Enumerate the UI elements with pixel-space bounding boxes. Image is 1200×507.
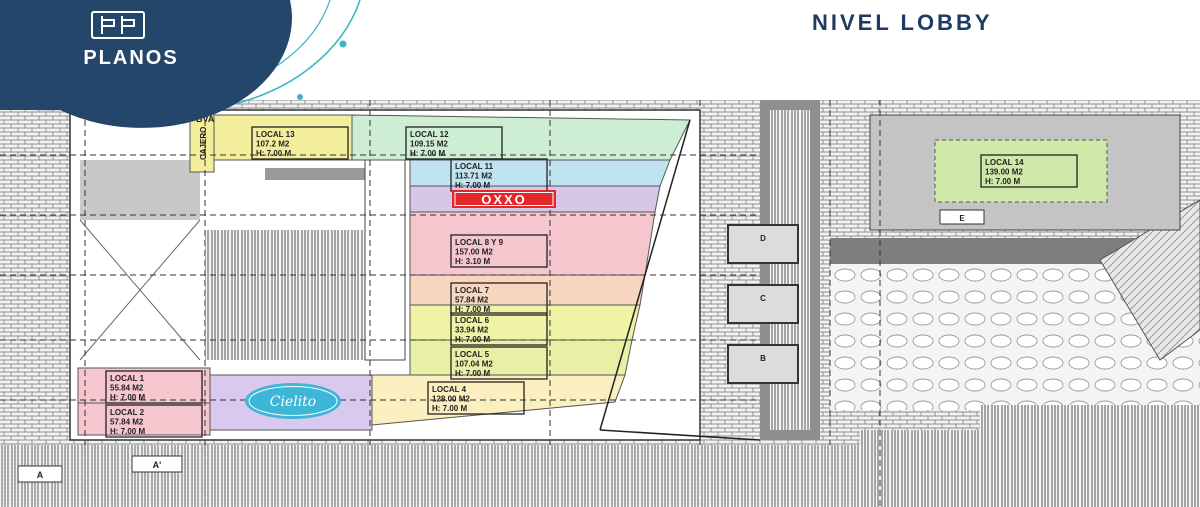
unit-bva-cajero[interactable] xyxy=(189,111,215,173)
planos-label: PLANOS xyxy=(83,47,178,69)
marker-a-box xyxy=(17,465,63,483)
railing-bottom xyxy=(860,430,1200,507)
unit-local11[interactable] xyxy=(409,159,671,187)
unit-name: LOCAL 8 Y 9 xyxy=(455,238,504,247)
core-c[interactable] xyxy=(727,284,799,324)
gray-band xyxy=(265,168,365,180)
gray-block xyxy=(80,160,200,220)
unit-local14[interactable] xyxy=(934,139,1108,203)
unit-name: LOCAL 2 xyxy=(110,408,145,417)
unit-local7[interactable] xyxy=(409,274,646,306)
unit-spec: 57.84 M2 xyxy=(110,418,144,427)
site-pad xyxy=(869,114,1181,231)
unit-spec: H: 7.00 M xyxy=(110,427,145,436)
unit-spec: H: 7.00 M xyxy=(455,369,490,378)
unit-spec: H: 7.00 M xyxy=(455,181,490,190)
unit-spec: H: 7.00 M xyxy=(256,149,291,158)
unit-spec: 139.00 M2 xyxy=(985,168,1023,177)
unit-spec: H: 7.00 M xyxy=(110,393,145,402)
unit-spec: 107.2 M2 xyxy=(256,140,290,149)
unit-spec: H: 7.00 M xyxy=(455,335,490,344)
unit-local6[interactable] xyxy=(409,304,641,341)
unit-spec: 128.00 M2 xyxy=(432,395,470,404)
unit-label-box xyxy=(450,282,548,316)
unit-spec: H: 7.00 M xyxy=(432,404,467,413)
unit-label-local7: LOCAL 757.84 M2H: 7.00 M xyxy=(450,282,548,316)
unit-spec: H: 7.00 M xyxy=(985,177,1020,186)
unit-name: LOCAL 1 xyxy=(110,374,145,383)
unit-name: LOCAL 6 xyxy=(455,316,490,325)
unit-label-local2: LOCAL 257.84 M2H: 7.00 M xyxy=(105,404,203,438)
page-title: NIVEL LOBBY xyxy=(812,10,993,35)
unit-local2[interactable] xyxy=(77,402,211,436)
bottom-strip xyxy=(0,445,860,507)
unit-spec: 157.00 M2 xyxy=(455,248,493,257)
core-b[interactable] xyxy=(727,344,799,384)
marker-e-label: E xyxy=(959,214,965,223)
unit-name: LOCAL 11 xyxy=(455,162,494,171)
svg-text:Cielito: Cielito xyxy=(270,394,316,410)
unit-name: LOCAL 7 xyxy=(455,286,490,295)
unit-local8[interactable] xyxy=(409,211,656,276)
unit-label-box xyxy=(980,154,1078,188)
core-d-label: D xyxy=(760,234,766,243)
core-d[interactable] xyxy=(727,224,799,264)
unit-label-local1: LOCAL 155.84 M2H: 7.00 M xyxy=(105,370,203,404)
marker-a-label: A xyxy=(37,470,44,480)
unit-spec: 55.84 M2 xyxy=(110,384,144,393)
unit-label-box xyxy=(450,312,548,346)
unit-name: LOCAL 13 xyxy=(256,130,295,139)
unit-label-local6: LOCAL 633.94 M2H: 7.00 M xyxy=(450,312,548,346)
unit-name: LOCAL 5 xyxy=(455,350,490,359)
svg-text:OXXO: OXXO xyxy=(481,192,527,207)
core-b-label: B xyxy=(760,354,766,363)
structural-grid xyxy=(0,100,881,507)
marker-a2-box xyxy=(131,455,183,473)
unit-label-box xyxy=(251,126,349,160)
bva-label: BVA xyxy=(196,114,215,124)
unit-spec: H: 3.10 M xyxy=(455,257,490,266)
corridor-white xyxy=(364,159,406,361)
planos-badge: PLANOS xyxy=(0,0,361,128)
marker-a2-label: A' xyxy=(153,460,162,470)
unit-label-box xyxy=(105,404,203,438)
unit-label-box xyxy=(427,381,525,415)
unit-label-box xyxy=(450,346,548,380)
cielito-logo: Cielito xyxy=(245,383,341,419)
unit-local1[interactable] xyxy=(77,367,211,404)
unit-name: LOCAL 14 xyxy=(985,158,1024,167)
oxxo-logo: OXXO xyxy=(452,190,556,208)
unit-spec: 107.04 M2 xyxy=(455,360,493,369)
unit-local12[interactable] xyxy=(351,114,691,161)
unit-spec: H: 7.00 M xyxy=(455,305,490,314)
unit-name: LOCAL 12 xyxy=(410,130,449,139)
unit-spec: 113.71 M2 xyxy=(455,172,493,181)
unit-spec: H: 7.00 M xyxy=(410,149,445,158)
stair-core xyxy=(205,230,365,360)
unit-name: LOCAL 4 xyxy=(432,385,467,394)
unit-spec: 57.84 M2 xyxy=(455,296,489,305)
unit-spec: 109.15 M2 xyxy=(410,140,448,149)
cajero-label: CAJERO xyxy=(199,127,208,160)
unit-label-box xyxy=(450,234,548,268)
unit-spec: 33.94 M2 xyxy=(455,326,489,335)
unit-label-box xyxy=(105,370,203,404)
marker-e-box xyxy=(939,209,985,225)
core-c-label: C xyxy=(760,294,766,303)
blueprint-logo-icon xyxy=(91,11,145,39)
